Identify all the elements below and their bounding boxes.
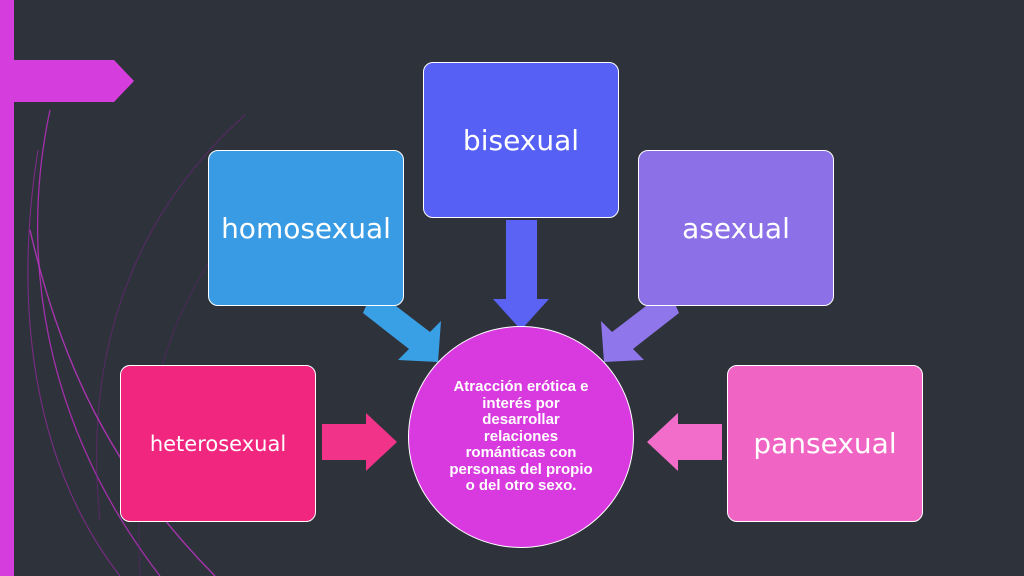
center-node: Atracción erótica e interés por desarrol… [408, 326, 634, 548]
accent-pointer [0, 60, 134, 102]
node-pansexual: pansexual [727, 365, 923, 522]
arrow-pansexual [647, 413, 722, 471]
decor-curve-1 [36, 109, 161, 576]
node-bisexual-label: bisexual [462, 123, 580, 157]
arrow-heterosexual [322, 413, 397, 471]
decor-curve-5 [29, 229, 216, 576]
node-heterosexual-label: heterosexual [149, 431, 287, 456]
node-bisexual: bisexual [423, 62, 619, 218]
node-asexual: asexual [638, 150, 834, 306]
arrow-homosexual [363, 306, 441, 362]
arrow-bisexual [493, 220, 549, 330]
decor-curve-2 [27, 149, 121, 576]
node-asexual-label: asexual [682, 211, 790, 245]
accent-bar [0, 0, 14, 576]
decor-curve-3 [96, 114, 246, 521]
node-homosexual: homosexual [208, 150, 404, 306]
node-heterosexual: heterosexual [120, 365, 316, 522]
arrow-asexual [601, 306, 679, 362]
node-homosexual-label: homosexual [221, 211, 391, 245]
node-pansexual-label: pansexual [753, 427, 897, 460]
center-node-text: Atracción erótica e interés por desarrol… [449, 378, 593, 495]
